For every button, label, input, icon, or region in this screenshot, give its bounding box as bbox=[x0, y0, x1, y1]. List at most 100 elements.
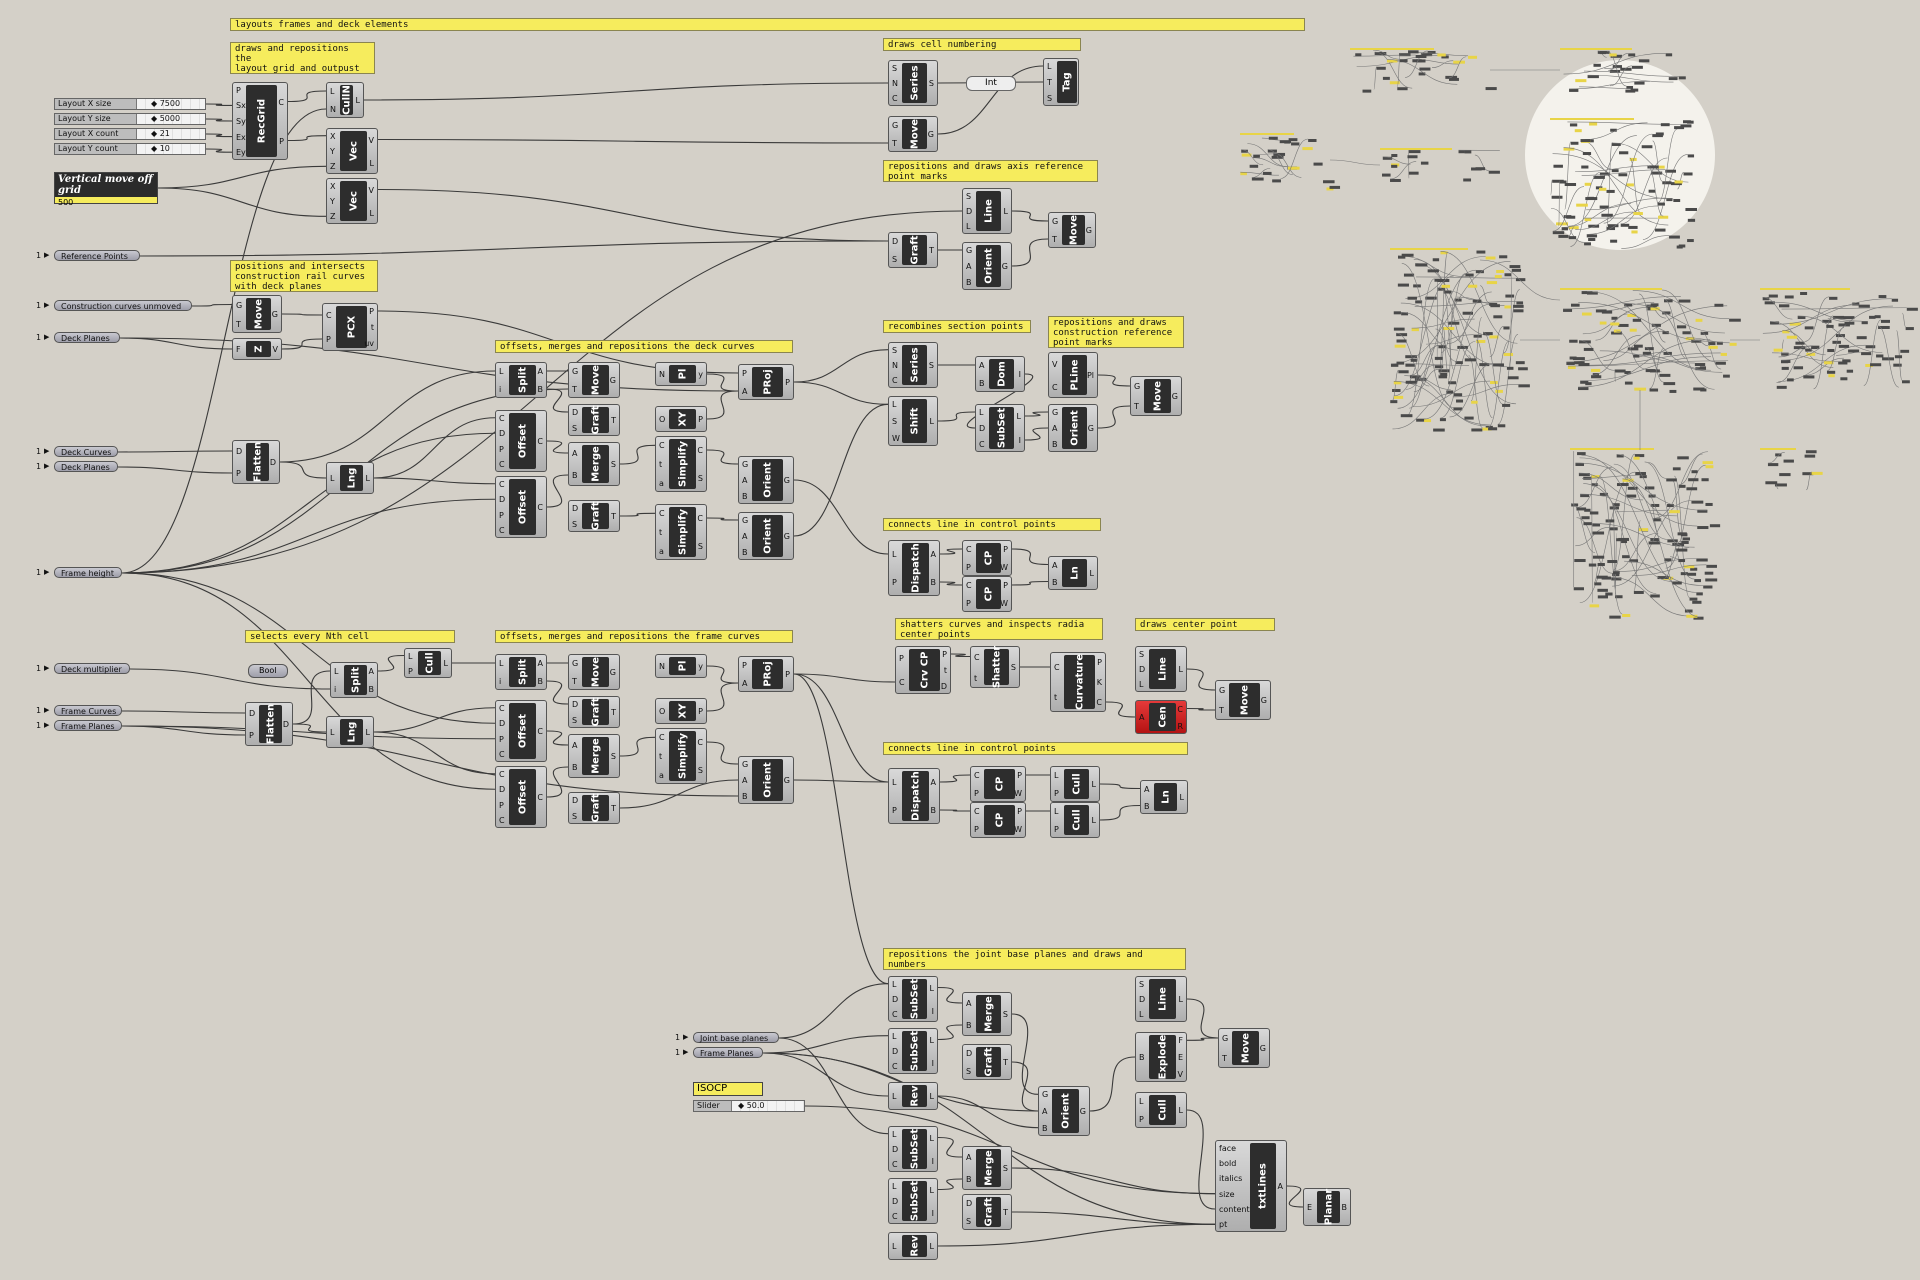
input-pin[interactable]: P bbox=[742, 661, 747, 670]
output-pin[interactable]: G bbox=[1079, 1107, 1086, 1116]
input-pin[interactable]: D bbox=[892, 1197, 899, 1206]
input-pin[interactable]: P bbox=[249, 731, 254, 740]
output-pin[interactable]: G bbox=[1087, 424, 1094, 433]
input-pin[interactable]: a bbox=[659, 478, 664, 488]
input-pin[interactable]: S bbox=[892, 255, 898, 264]
input-pin[interactable]: B bbox=[1052, 577, 1058, 587]
output-pin[interactable]: L bbox=[1179, 793, 1184, 802]
input-pin[interactable]: a bbox=[659, 770, 664, 780]
input-pin[interactable]: P bbox=[1139, 1115, 1144, 1124]
output-pin[interactable]: S bbox=[1002, 1010, 1008, 1019]
input-pin[interactable]: T bbox=[572, 385, 577, 394]
input-pin[interactable]: B bbox=[1052, 440, 1058, 449]
output-pin[interactable]: C bbox=[697, 514, 703, 523]
input-pin[interactable]: P bbox=[499, 800, 504, 810]
output-pin[interactable]: G bbox=[1085, 226, 1092, 235]
param-frame-planes2[interactable]: Frame Planes bbox=[693, 1047, 763, 1058]
input-pin[interactable]: L bbox=[892, 979, 897, 989]
input-pin[interactable]: G bbox=[1052, 217, 1059, 226]
output-pin[interactable]: G bbox=[609, 376, 616, 385]
output-pin[interactable]: I bbox=[931, 1006, 934, 1016]
output-pin[interactable]: S bbox=[610, 752, 616, 761]
output-pin[interactable]: P bbox=[942, 650, 947, 659]
output-pin[interactable]: P bbox=[1017, 771, 1022, 780]
output-pin[interactable]: P bbox=[1097, 658, 1102, 667]
output-pin[interactable]: L bbox=[1016, 412, 1021, 421]
input-pin[interactable]: A bbox=[742, 532, 748, 541]
input-pin[interactable]: N bbox=[892, 361, 898, 370]
output-pin[interactable]: S bbox=[1010, 663, 1016, 672]
input-pin[interactable]: G bbox=[742, 760, 749, 769]
input-pin[interactable]: G bbox=[236, 300, 243, 310]
input-pin[interactable]: A bbox=[742, 476, 748, 485]
param-deck-multiplier[interactable]: Deck multiplier bbox=[54, 663, 130, 674]
input-pin[interactable]: C bbox=[979, 440, 985, 449]
input-pin[interactable]: D bbox=[499, 429, 506, 439]
input-pin[interactable]: L bbox=[892, 1092, 897, 1101]
output-pin[interactable]: L bbox=[1003, 207, 1008, 216]
param-frame-height[interactable]: Frame height bbox=[54, 567, 122, 578]
input-pin[interactable]: P bbox=[236, 469, 241, 478]
input-pin[interactable]: C bbox=[659, 509, 665, 519]
input-pin[interactable]: B bbox=[1144, 801, 1150, 811]
input-pin[interactable]: N bbox=[330, 105, 336, 114]
input-pin[interactable]: S bbox=[572, 424, 578, 433]
input-pin[interactable]: L bbox=[892, 1031, 897, 1041]
input-pin[interactable]: C bbox=[499, 460, 505, 470]
param-frame-planes[interactable]: Frame Planes bbox=[54, 720, 122, 731]
input-pin[interactable]: C bbox=[892, 1062, 898, 1072]
input-pin[interactable]: C bbox=[499, 479, 505, 489]
input-pin[interactable]: D bbox=[572, 504, 579, 513]
input-pin[interactable]: C bbox=[499, 769, 505, 779]
input-pin[interactable]: S bbox=[892, 63, 898, 73]
output-pin[interactable]: L bbox=[929, 1133, 934, 1143]
output-pin[interactable]: B bbox=[1341, 1203, 1348, 1212]
input-pin[interactable]: A bbox=[966, 262, 972, 271]
input-pin[interactable]: B bbox=[1139, 1053, 1145, 1062]
output-pin[interactable]: t bbox=[943, 666, 947, 675]
input-pin[interactable]: Ex bbox=[236, 132, 246, 142]
group-nth[interactable]: selects every Nth cell bbox=[245, 630, 455, 643]
output-pin[interactable]: T bbox=[611, 416, 616, 425]
input-pin[interactable]: S bbox=[572, 716, 578, 725]
output-pin[interactable]: A bbox=[1277, 1182, 1283, 1191]
input-pin[interactable]: A bbox=[572, 449, 578, 458]
input-pin[interactable]: A bbox=[742, 679, 748, 688]
output-pin[interactable]: P bbox=[1003, 545, 1008, 554]
input-pin[interactable]: T bbox=[892, 139, 897, 148]
group-center[interactable]: draws center point marks bbox=[1135, 618, 1275, 631]
group-deck[interactable]: offsets, merges and repositions the deck… bbox=[495, 340, 793, 353]
input-pin[interactable]: C bbox=[499, 816, 505, 826]
output-pin[interactable]: I bbox=[931, 1058, 934, 1068]
input-pin[interactable]: t bbox=[1054, 693, 1058, 702]
input-pin[interactable]: P bbox=[742, 369, 747, 378]
output-pin[interactable]: C bbox=[537, 503, 543, 512]
output-pin[interactable]: T bbox=[611, 708, 616, 717]
output-pin[interactable]: P bbox=[785, 670, 790, 679]
input-pin[interactable]: pt bbox=[1219, 1220, 1228, 1230]
output-pin[interactable]: W bbox=[1014, 825, 1022, 834]
output-pin[interactable]: C bbox=[697, 738, 703, 747]
input-pin[interactable]: Y bbox=[330, 197, 335, 206]
group-shatter[interactable]: shatters curves and inspects radia cente… bbox=[895, 618, 1103, 640]
output-pin[interactable]: B bbox=[368, 685, 375, 694]
input-pin[interactable]: D bbox=[966, 207, 973, 216]
output-pin[interactable]: S bbox=[610, 460, 616, 469]
input-pin[interactable]: S bbox=[1139, 649, 1145, 659]
output-pin[interactable]: P bbox=[698, 707, 703, 716]
